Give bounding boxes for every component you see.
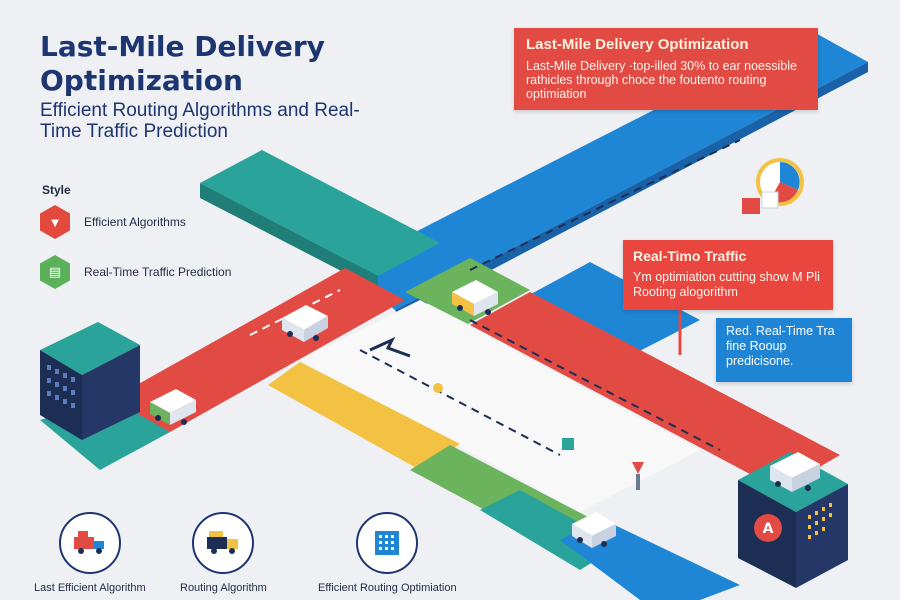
bottom-item-routing-optimization: Efficient Routing Optimiation bbox=[318, 512, 457, 594]
delivery-van-4 bbox=[572, 512, 616, 548]
red-road bbox=[110, 268, 405, 432]
bottom-item-label: Routing Algorithm bbox=[180, 582, 267, 594]
traffic-callout-title: Real-Timo Traffic bbox=[633, 248, 747, 264]
route-dashed-line-3 bbox=[469, 139, 741, 271]
delivery-van-2 bbox=[452, 280, 498, 316]
bottom-item-routing-algorithm: Routing Algorithm bbox=[180, 512, 267, 594]
legend-label: Efficient Algorithms bbox=[84, 215, 186, 229]
funnel-icon: ▼ bbox=[40, 205, 70, 239]
distribution-center-right: A bbox=[738, 452, 848, 588]
delivery-truck-3 bbox=[150, 389, 196, 425]
prediction-callout: Red. Real-Time Tra fine Rooup predicison… bbox=[716, 318, 852, 382]
warehouse-building-left bbox=[40, 322, 140, 440]
delivery-truck-5 bbox=[770, 452, 820, 492]
traffic-callout: Real-Timo Traffic Ym optimiation cutting… bbox=[623, 240, 833, 310]
legend-item-traffic-prediction: ▤ Real-Time Traffic Prediction bbox=[40, 255, 244, 289]
chart-icon: ▤ bbox=[40, 255, 70, 289]
red-right-area bbox=[470, 292, 840, 490]
page-title: Last-Mile Delivery Optimization bbox=[40, 30, 325, 97]
location-pin-icon bbox=[632, 462, 644, 490]
teal-road-edge bbox=[200, 183, 378, 290]
route-dashed-line-2 bbox=[469, 319, 721, 451]
route-dashed-line-1 bbox=[359, 349, 561, 456]
bottom-item-label: Efficient Routing Optimiation bbox=[318, 582, 457, 594]
teal-road bbox=[200, 150, 440, 276]
city-building-icon bbox=[356, 512, 419, 574]
package-box-icon bbox=[562, 438, 574, 450]
delivery-van-1 bbox=[282, 305, 328, 342]
cargo-truck-icon bbox=[192, 512, 255, 574]
traffic-cone-icon bbox=[433, 383, 443, 393]
page-subtitle: Efficient Routing Algorithms and Real-Ti… bbox=[40, 100, 360, 142]
blue-road-edge bbox=[395, 62, 868, 318]
traffic-callout-body: Ym optimiation cutting show M Pli Rootin… bbox=[633, 270, 820, 299]
blue-right-lane bbox=[520, 262, 700, 356]
yellow-road bbox=[268, 362, 460, 470]
legend-item-efficient-algorithms: ▼ Efficient Algorithms bbox=[40, 205, 244, 239]
legend-label: Real-Time Traffic Prediction bbox=[84, 265, 232, 279]
bottom-item-label: Last Efficient Algorithm bbox=[34, 582, 146, 594]
bottom-item-efficient-algorithm: Last Efficient Algorithm bbox=[34, 512, 146, 594]
main-callout-body: Last-Mile Delivery ·top-illed 30% to ear… bbox=[526, 59, 797, 101]
route-dashed-line-4 bbox=[249, 289, 341, 336]
traffic-pie-chart-icon bbox=[742, 158, 804, 214]
main-callout: Last-Mile Delivery Optimization Last-Mil… bbox=[514, 28, 818, 110]
svg-text:A: A bbox=[763, 521, 774, 537]
delivery-truck-icon bbox=[58, 512, 121, 574]
direction-arrow bbox=[369, 336, 411, 358]
main-callout-title: Last-Mile Delivery Optimization bbox=[526, 36, 749, 53]
legend-title: Style bbox=[42, 183, 71, 197]
